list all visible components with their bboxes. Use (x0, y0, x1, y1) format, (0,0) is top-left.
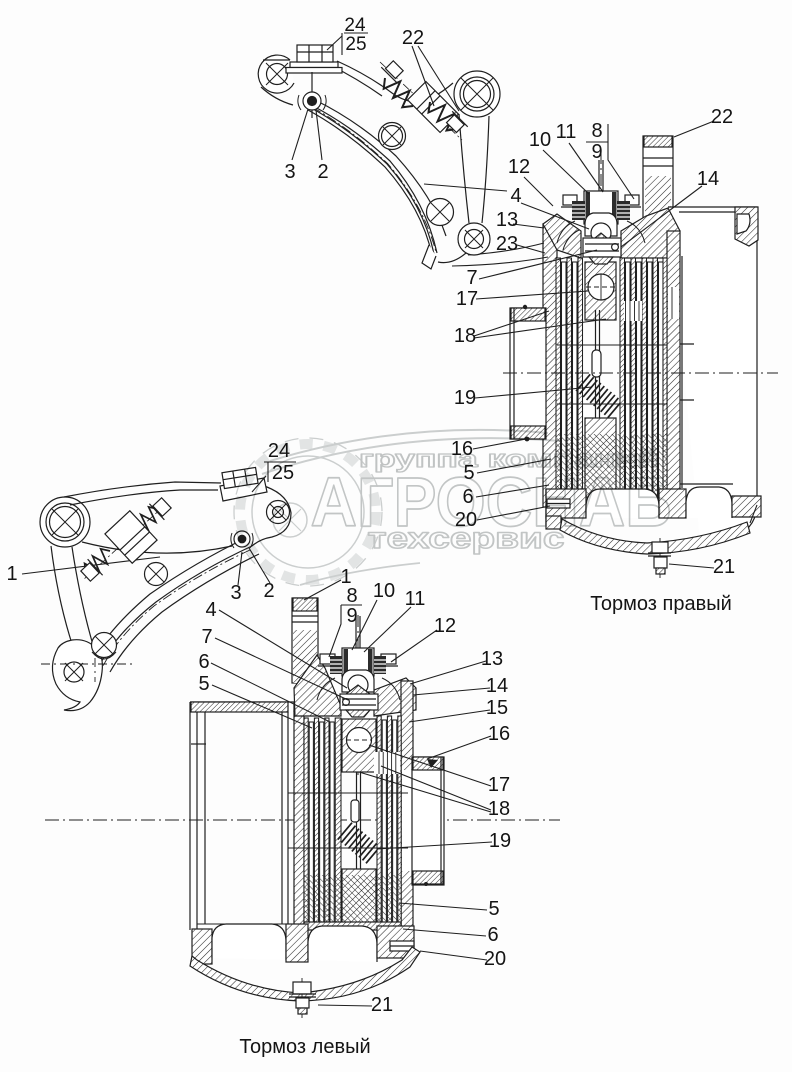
svg-text:18: 18 (454, 325, 476, 347)
svg-text:21: 21 (713, 556, 735, 578)
svg-text:13: 13 (496, 209, 518, 231)
svg-text:17: 17 (488, 774, 510, 796)
svg-text:20: 20 (484, 948, 506, 970)
svg-text:4: 4 (205, 599, 216, 621)
svg-text:13: 13 (481, 648, 503, 670)
svg-text:12: 12 (508, 156, 530, 178)
svg-text:14: 14 (486, 675, 508, 697)
svg-text:22: 22 (402, 27, 424, 49)
svg-text:10: 10 (373, 580, 395, 602)
svg-text:17: 17 (456, 288, 478, 310)
svg-text:19: 19 (454, 387, 476, 409)
svg-text:1: 1 (340, 566, 351, 588)
svg-text:20: 20 (455, 509, 477, 531)
svg-text:техсервис: техсервис (368, 522, 565, 555)
svg-text:6: 6 (198, 651, 209, 673)
svg-text:4: 4 (510, 185, 521, 207)
svg-text:Тормоз левый: Тормоз левый (239, 1036, 370, 1058)
svg-text:23: 23 (496, 233, 518, 255)
svg-text:5: 5 (198, 673, 209, 695)
svg-text:9: 9 (346, 605, 357, 627)
svg-text:7: 7 (466, 267, 477, 289)
svg-text:6: 6 (487, 924, 498, 946)
svg-text:25: 25 (345, 34, 366, 55)
svg-text:7: 7 (201, 626, 212, 648)
svg-text:10: 10 (529, 129, 551, 151)
svg-text:25: 25 (272, 462, 294, 484)
svg-text:6: 6 (462, 486, 473, 508)
svg-text:2: 2 (317, 161, 328, 183)
svg-text:9: 9 (591, 141, 602, 163)
svg-text:21: 21 (371, 994, 393, 1016)
svg-text:АГРОСНАБ: АГРОСНАБ (311, 463, 672, 541)
svg-text:14: 14 (697, 168, 719, 190)
svg-text:3: 3 (230, 582, 241, 604)
svg-text:8: 8 (346, 585, 357, 607)
svg-text:11: 11 (405, 588, 426, 610)
svg-text:1: 1 (6, 563, 17, 585)
svg-text:11: 11 (556, 121, 577, 143)
svg-text:2: 2 (263, 580, 274, 602)
svg-text:5: 5 (488, 898, 499, 920)
svg-text:16: 16 (451, 438, 473, 460)
svg-text:3: 3 (284, 161, 295, 183)
svg-text:15: 15 (486, 697, 508, 719)
svg-text:8: 8 (591, 120, 602, 142)
svg-text:24: 24 (344, 15, 366, 36)
svg-text:12: 12 (434, 615, 456, 637)
svg-text:16: 16 (488, 723, 510, 745)
svg-text:18: 18 (488, 798, 510, 820)
svg-text:группа компаний: группа компаний (359, 446, 659, 473)
svg-text:19: 19 (489, 830, 511, 852)
svg-text:5: 5 (463, 462, 474, 484)
svg-text:Тормоз правый: Тормоз правый (590, 593, 732, 615)
svg-text:22: 22 (711, 106, 733, 128)
